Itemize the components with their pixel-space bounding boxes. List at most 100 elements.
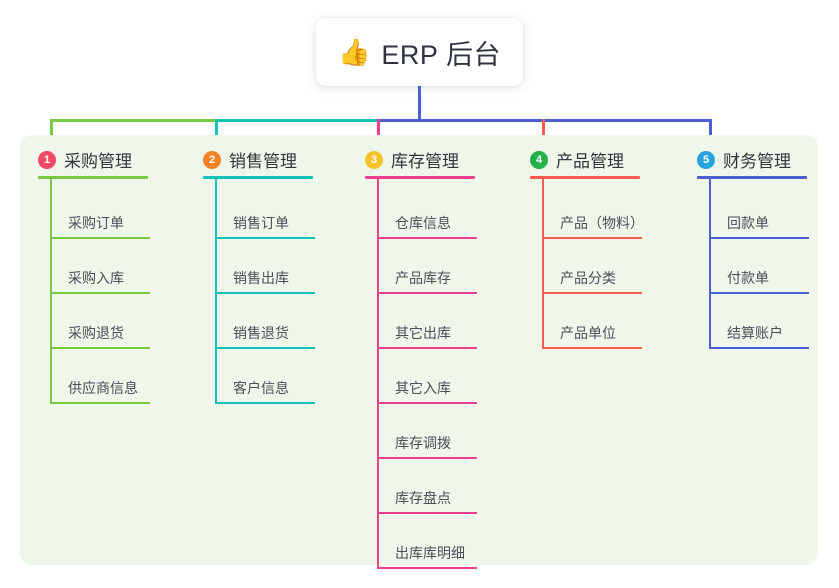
module-item-rule <box>215 347 315 349</box>
module-item[interactable]: 库存调拨 <box>377 427 477 459</box>
module-title-label: 财务管理 <box>723 152 791 171</box>
module-item-label: 回款单 <box>727 215 769 231</box>
module-spine <box>50 179 52 404</box>
module-item[interactable]: 采购订单 <box>50 207 150 239</box>
module-item[interactable]: 采购退货 <box>50 317 150 349</box>
module-item[interactable]: 其它出库 <box>377 317 477 349</box>
module-item-rule <box>50 292 150 294</box>
module-item-label: 采购订单 <box>68 215 124 231</box>
module-item-label: 采购退货 <box>68 325 124 341</box>
module-item-label: 产品分类 <box>560 270 616 286</box>
module-item-label: 产品库存 <box>395 270 451 286</box>
module-item-label: 采购入库 <box>68 270 124 286</box>
module-item-rule <box>215 402 315 404</box>
drop-connector-2 <box>215 119 218 135</box>
module-header-rule <box>203 176 313 179</box>
module-item-label: 其它入库 <box>395 380 451 396</box>
module-item-rule <box>377 567 477 569</box>
module-item[interactable]: 客户信息 <box>215 372 315 404</box>
module-item-rule <box>50 237 150 239</box>
module-item[interactable]: 出库库明细 <box>377 537 477 569</box>
drop-connector-5 <box>709 119 712 135</box>
module-item-label: 销售退货 <box>233 325 289 341</box>
module-badge-3: 3 <box>365 150 383 169</box>
module-item-label: 其它出库 <box>395 325 451 341</box>
module-item[interactable]: 销售退货 <box>215 317 315 349</box>
module-item-rule <box>50 347 150 349</box>
module-header-销售管理[interactable]: 2 销售管理 <box>203 147 297 172</box>
module-item[interactable]: 结算账户 <box>709 317 809 349</box>
drop-connector-4 <box>542 119 545 135</box>
module-header-库存管理[interactable]: 3 库存管理 <box>365 147 459 172</box>
bus-segment-4 <box>542 119 712 122</box>
module-spine <box>377 179 379 569</box>
module-badge-5: 5 <box>697 150 715 169</box>
module-item-rule <box>542 237 642 239</box>
module-header-rule <box>530 176 640 179</box>
module-badge-4: 4 <box>530 150 548 169</box>
module-title-label: 库存管理 <box>391 152 459 171</box>
module-badge-1: 1 <box>38 150 56 169</box>
module-item-rule <box>542 292 642 294</box>
module-item[interactable]: 库存盘点 <box>377 482 477 514</box>
module-item[interactable]: 采购入库 <box>50 262 150 294</box>
bus-segment-1 <box>50 119 218 122</box>
module-header-rule <box>38 176 148 179</box>
module-item-label: 产品单位 <box>560 325 616 341</box>
module-item-rule <box>709 292 809 294</box>
module-item-rule <box>709 237 809 239</box>
module-item[interactable]: 产品分类 <box>542 262 642 294</box>
module-title-label: 销售管理 <box>229 152 297 171</box>
module-item-label: 客户信息 <box>233 380 289 396</box>
module-spine <box>542 179 544 349</box>
module-item[interactable]: 产品库存 <box>377 262 477 294</box>
drop-connector-1 <box>50 119 53 135</box>
module-item-label: 结算账户 <box>727 325 783 341</box>
root-node-label: ERP 后台 <box>381 39 501 70</box>
module-item-rule <box>215 292 315 294</box>
module-item-rule <box>377 457 477 459</box>
module-item[interactable]: 其它入库 <box>377 372 477 404</box>
module-header-财务管理[interactable]: 5 财务管理 <box>697 147 791 172</box>
module-item-rule <box>542 347 642 349</box>
module-title-label: 采购管理 <box>64 152 132 171</box>
thumbs-up-icon: 👍 <box>338 37 371 67</box>
module-item[interactable]: 回款单 <box>709 207 809 239</box>
module-item[interactable]: 产品（物料） <box>542 207 644 239</box>
module-item-label: 销售出库 <box>233 270 289 286</box>
module-item-rule <box>377 347 477 349</box>
module-item-rule <box>377 512 477 514</box>
module-header-采购管理[interactable]: 1 采购管理 <box>38 147 132 172</box>
module-item-label: 库存调拨 <box>395 435 451 451</box>
bus-segment-2 <box>215 119 380 122</box>
module-spine <box>215 179 217 404</box>
module-item-label: 仓库信息 <box>395 215 451 231</box>
module-spine <box>709 179 711 349</box>
module-item-rule <box>215 237 315 239</box>
module-header-rule <box>697 176 807 179</box>
root-node-erp-backend[interactable]: 👍 ERP 后台 <box>316 18 523 86</box>
module-item[interactable]: 仓库信息 <box>377 207 477 239</box>
module-header-产品管理[interactable]: 4 产品管理 <box>530 147 624 172</box>
module-item-label: 产品（物料） <box>560 215 644 231</box>
drop-connector-3 <box>377 119 380 135</box>
module-header-rule <box>365 176 475 179</box>
module-item-label: 供应商信息 <box>68 380 138 396</box>
module-item[interactable]: 产品单位 <box>542 317 642 349</box>
module-title-label: 产品管理 <box>556 152 624 171</box>
module-item-rule <box>709 347 809 349</box>
module-item-label: 出库库明细 <box>395 545 465 561</box>
module-item[interactable]: 付款单 <box>709 262 809 294</box>
module-item-label: 销售订单 <box>233 215 289 231</box>
module-item-rule <box>377 292 477 294</box>
bus-segment-3 <box>377 119 545 122</box>
module-item-label: 库存盘点 <box>395 490 451 506</box>
module-badge-2: 2 <box>203 150 221 169</box>
module-item[interactable]: 销售订单 <box>215 207 315 239</box>
modules-panel <box>20 135 818 565</box>
module-item[interactable]: 销售出库 <box>215 262 315 294</box>
module-item-rule <box>377 402 477 404</box>
module-item[interactable]: 供应商信息 <box>50 372 150 404</box>
module-item-rule <box>377 237 477 239</box>
